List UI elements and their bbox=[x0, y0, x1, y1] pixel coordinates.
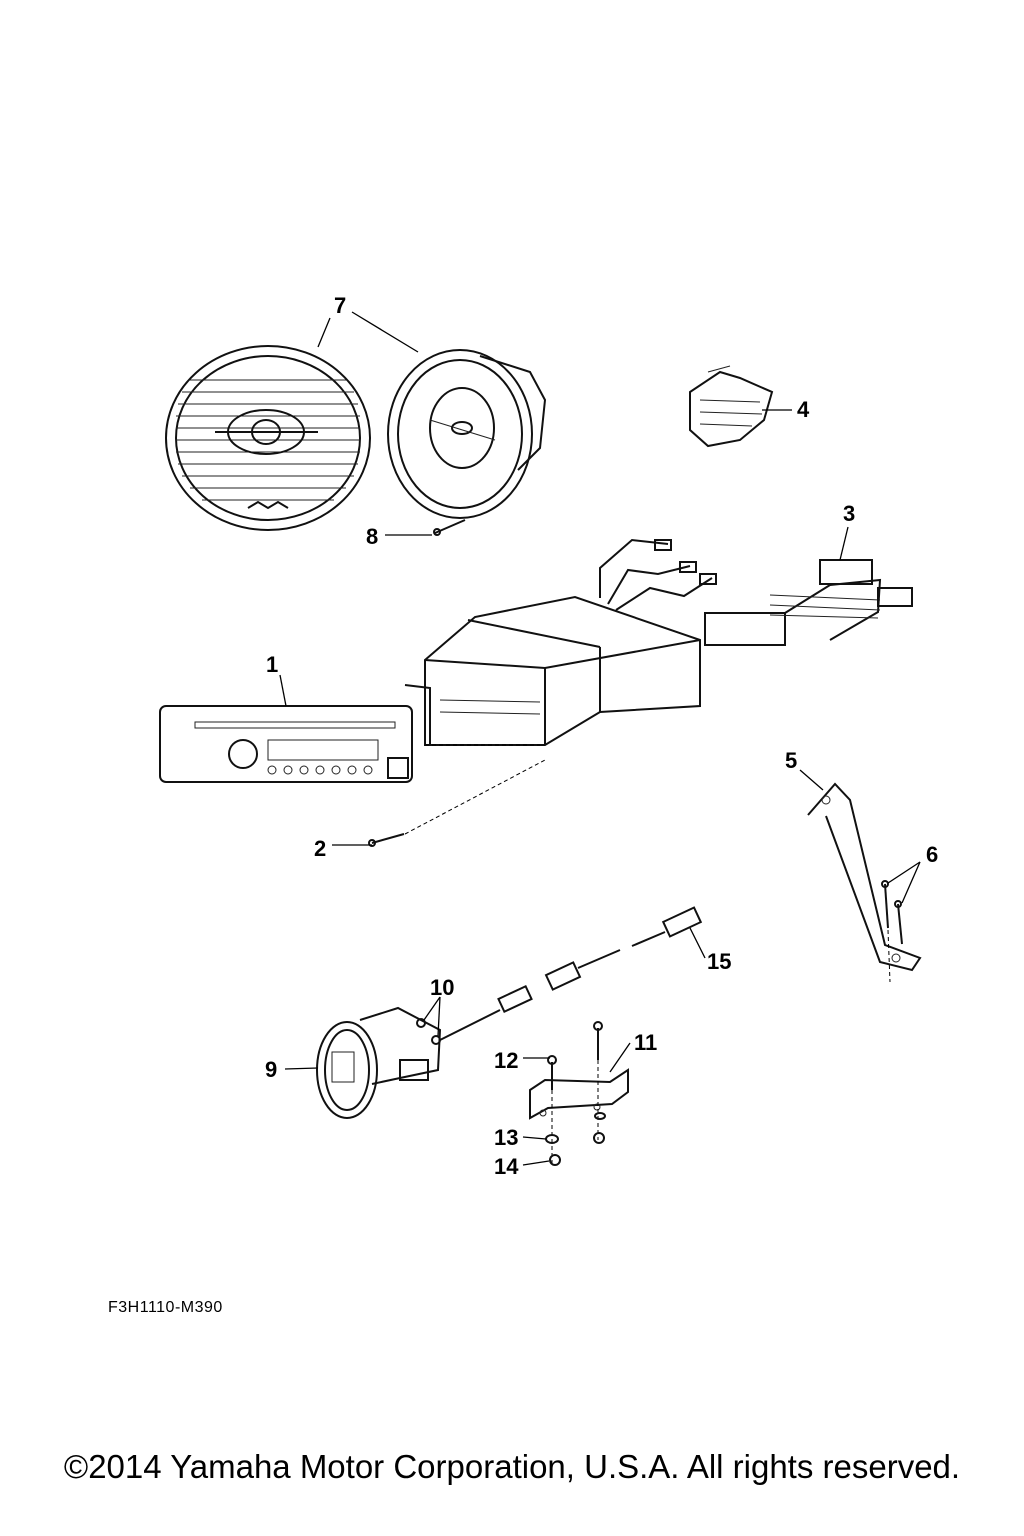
nut-illustration bbox=[549, 1132, 605, 1166]
leader-lines bbox=[279, 311, 921, 1166]
gauge-display-illustration bbox=[316, 1006, 442, 1119]
callout-15: 15 bbox=[707, 949, 731, 974]
washer-illustration bbox=[545, 1112, 606, 1144]
screw-2-illustration bbox=[368, 759, 546, 847]
speaker-driver-illustration bbox=[387, 349, 547, 519]
speaker-grille-illustration bbox=[165, 345, 371, 531]
drawing-code: F3H1110-M390 bbox=[108, 1299, 223, 1316]
callout-labels: 1 2 3 4 5 6 7 8 9 10 11 12 13 14 15 bbox=[265, 293, 938, 1179]
copyright-notice: ©2014 Yamaha Motor Corporation, U.S.A. A… bbox=[63, 1448, 961, 1485]
callout-7: 7 bbox=[334, 293, 346, 318]
head-unit-illustration bbox=[159, 705, 413, 783]
callout-11: 11 bbox=[634, 1030, 657, 1055]
screw-8-illustration bbox=[433, 519, 466, 536]
callout-13: 13 bbox=[494, 1125, 518, 1150]
bracket-illustration bbox=[807, 782, 922, 972]
wire-harness-illustration bbox=[689, 365, 774, 448]
extension-cable-illustration bbox=[439, 906, 703, 1041]
wiring-adapter-illustration bbox=[704, 559, 913, 646]
callout-12: 12 bbox=[494, 1048, 518, 1073]
callout-6: 6 bbox=[926, 842, 938, 867]
bracket-bolts-illustration bbox=[547, 1021, 603, 1165]
callout-2: 2 bbox=[314, 836, 326, 861]
callout-10: 10 bbox=[430, 975, 454, 1000]
radio-cable-connectors bbox=[599, 538, 717, 611]
callout-5: 5 bbox=[785, 748, 797, 773]
gauge-bracket-illustration bbox=[529, 1068, 629, 1120]
bracket-screws-illustration bbox=[881, 880, 903, 983]
radio-housing-illustration bbox=[404, 595, 701, 746]
callout-3: 3 bbox=[843, 501, 855, 526]
callout-14: 14 bbox=[494, 1154, 519, 1179]
nuts-10-illustration bbox=[416, 1018, 441, 1045]
callout-9: 9 bbox=[265, 1057, 277, 1082]
callout-8: 8 bbox=[366, 524, 378, 549]
callout-4: 4 bbox=[797, 397, 810, 422]
callout-1: 1 bbox=[266, 652, 278, 677]
